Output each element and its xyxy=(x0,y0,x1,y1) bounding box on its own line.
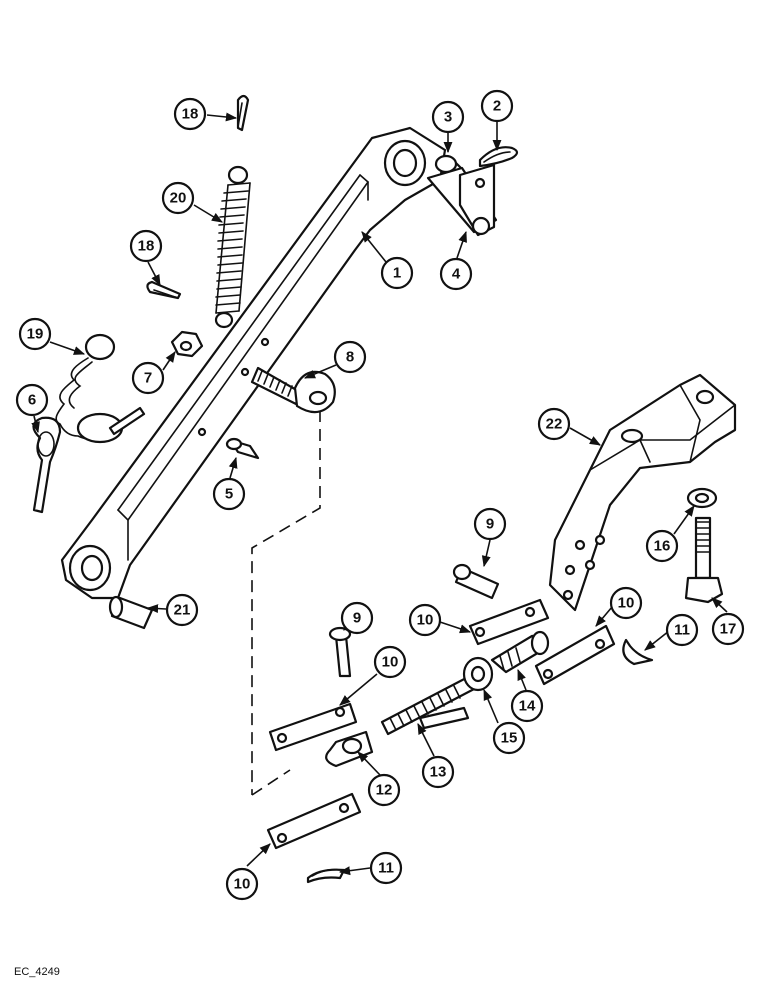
callout-label: 10 xyxy=(382,654,399,671)
link-plate-d xyxy=(266,792,362,850)
callout-label: 7 xyxy=(144,370,152,387)
callout-label: 8 xyxy=(346,349,354,366)
callout-part: 7 xyxy=(131,361,165,395)
eye-bolt xyxy=(250,366,336,414)
bushing xyxy=(108,595,154,630)
callout-part: 9 xyxy=(340,601,374,635)
callout-part: 4 xyxy=(439,257,473,291)
retaining-clip-bottom xyxy=(306,868,346,884)
callout-label: 13 xyxy=(430,764,447,781)
callout-part: 13 xyxy=(421,755,455,789)
callout-part: 16 xyxy=(645,529,679,563)
callout-label: 10 xyxy=(417,612,434,629)
assembly-dashed-lines xyxy=(251,410,321,796)
callout-part: 20 xyxy=(161,181,195,215)
link-plate-a xyxy=(468,598,550,646)
clevis-pin-short xyxy=(225,437,260,460)
lower-link-arm xyxy=(60,126,447,600)
callout-label: 10 xyxy=(618,595,635,612)
callout-label: 11 xyxy=(378,860,394,877)
callout-labels: 18 3 2 20 1 4 18 19 7 8 6 22 5 9 16 21 1… xyxy=(15,89,745,901)
callout-label: 14 xyxy=(519,698,536,715)
pin-bracket xyxy=(426,163,498,237)
callout-part: 10 xyxy=(373,645,407,679)
callout-label: 16 xyxy=(654,538,671,555)
hex-bolt xyxy=(684,516,724,604)
callout-label: 10 xyxy=(234,876,251,893)
clevis-pin-lower xyxy=(328,626,352,678)
callout-part: 21 xyxy=(165,593,199,627)
callout-label: 4 xyxy=(452,266,461,283)
callout-part: 12 xyxy=(367,773,401,807)
callout-part: 11 xyxy=(369,851,403,885)
callout-label: 1 xyxy=(393,265,401,282)
link-plate-b xyxy=(534,624,616,686)
retaining-clip-right xyxy=(622,638,654,666)
callout-part: 3 xyxy=(431,100,465,134)
mounting-bracket xyxy=(548,373,737,612)
callout-label: 18 xyxy=(182,106,199,123)
retaining-clip xyxy=(478,146,519,168)
callout-part: 18 xyxy=(129,229,163,263)
callout-part: 10 xyxy=(609,586,643,620)
callout-part: 19 xyxy=(18,317,52,351)
turnbuckle-clevis xyxy=(325,730,374,768)
lock-nut xyxy=(462,656,494,692)
clevis-pin-upper xyxy=(452,563,500,600)
callout-label: 21 xyxy=(174,602,191,619)
callout-part: 8 xyxy=(333,340,367,374)
callout-part: 14 xyxy=(510,689,544,723)
callout-part: 10 xyxy=(408,603,442,637)
washer xyxy=(686,487,718,509)
hex-nut xyxy=(170,330,204,358)
callout-label: 17 xyxy=(720,621,737,638)
cotter-pin-middle xyxy=(146,280,182,300)
callout-label: 18 xyxy=(138,238,155,255)
callout-part: 11 xyxy=(665,613,699,647)
link-plate-c xyxy=(268,702,358,752)
callout-label: 9 xyxy=(486,516,494,533)
callout-part: 18 xyxy=(173,97,207,131)
callout-part: 5 xyxy=(212,477,246,511)
callout-part: 10 xyxy=(225,867,259,901)
callout-part: 1 xyxy=(380,256,414,290)
callout-part: 17 xyxy=(711,612,745,646)
callout-part: 6 xyxy=(15,383,49,417)
callout-part: 2 xyxy=(480,89,514,123)
callout-label: 5 xyxy=(225,486,233,503)
callout-label: 6 xyxy=(28,392,36,409)
callout-label: 11 xyxy=(674,622,690,639)
callout-label: 9 xyxy=(353,610,361,627)
callout-label: 20 xyxy=(170,190,187,207)
threaded-rod xyxy=(380,674,478,736)
lift-spring xyxy=(214,165,251,329)
callout-part: 9 xyxy=(473,507,507,541)
callout-label: 15 xyxy=(501,730,518,747)
adjuster-clevis xyxy=(490,630,550,674)
callout-part: 22 xyxy=(537,407,571,441)
callout-label: 2 xyxy=(493,98,501,115)
callout-label: 12 xyxy=(376,782,393,799)
leader-lines xyxy=(31,112,728,876)
callout-label: 3 xyxy=(444,109,452,126)
cotter-pin-top xyxy=(236,94,250,132)
check-chain xyxy=(55,333,146,444)
drawing-code: EC_4249 xyxy=(14,966,60,978)
callout-part: 15 xyxy=(492,721,526,755)
callout-label: 22 xyxy=(546,416,563,433)
callout-label: 19 xyxy=(27,326,44,343)
